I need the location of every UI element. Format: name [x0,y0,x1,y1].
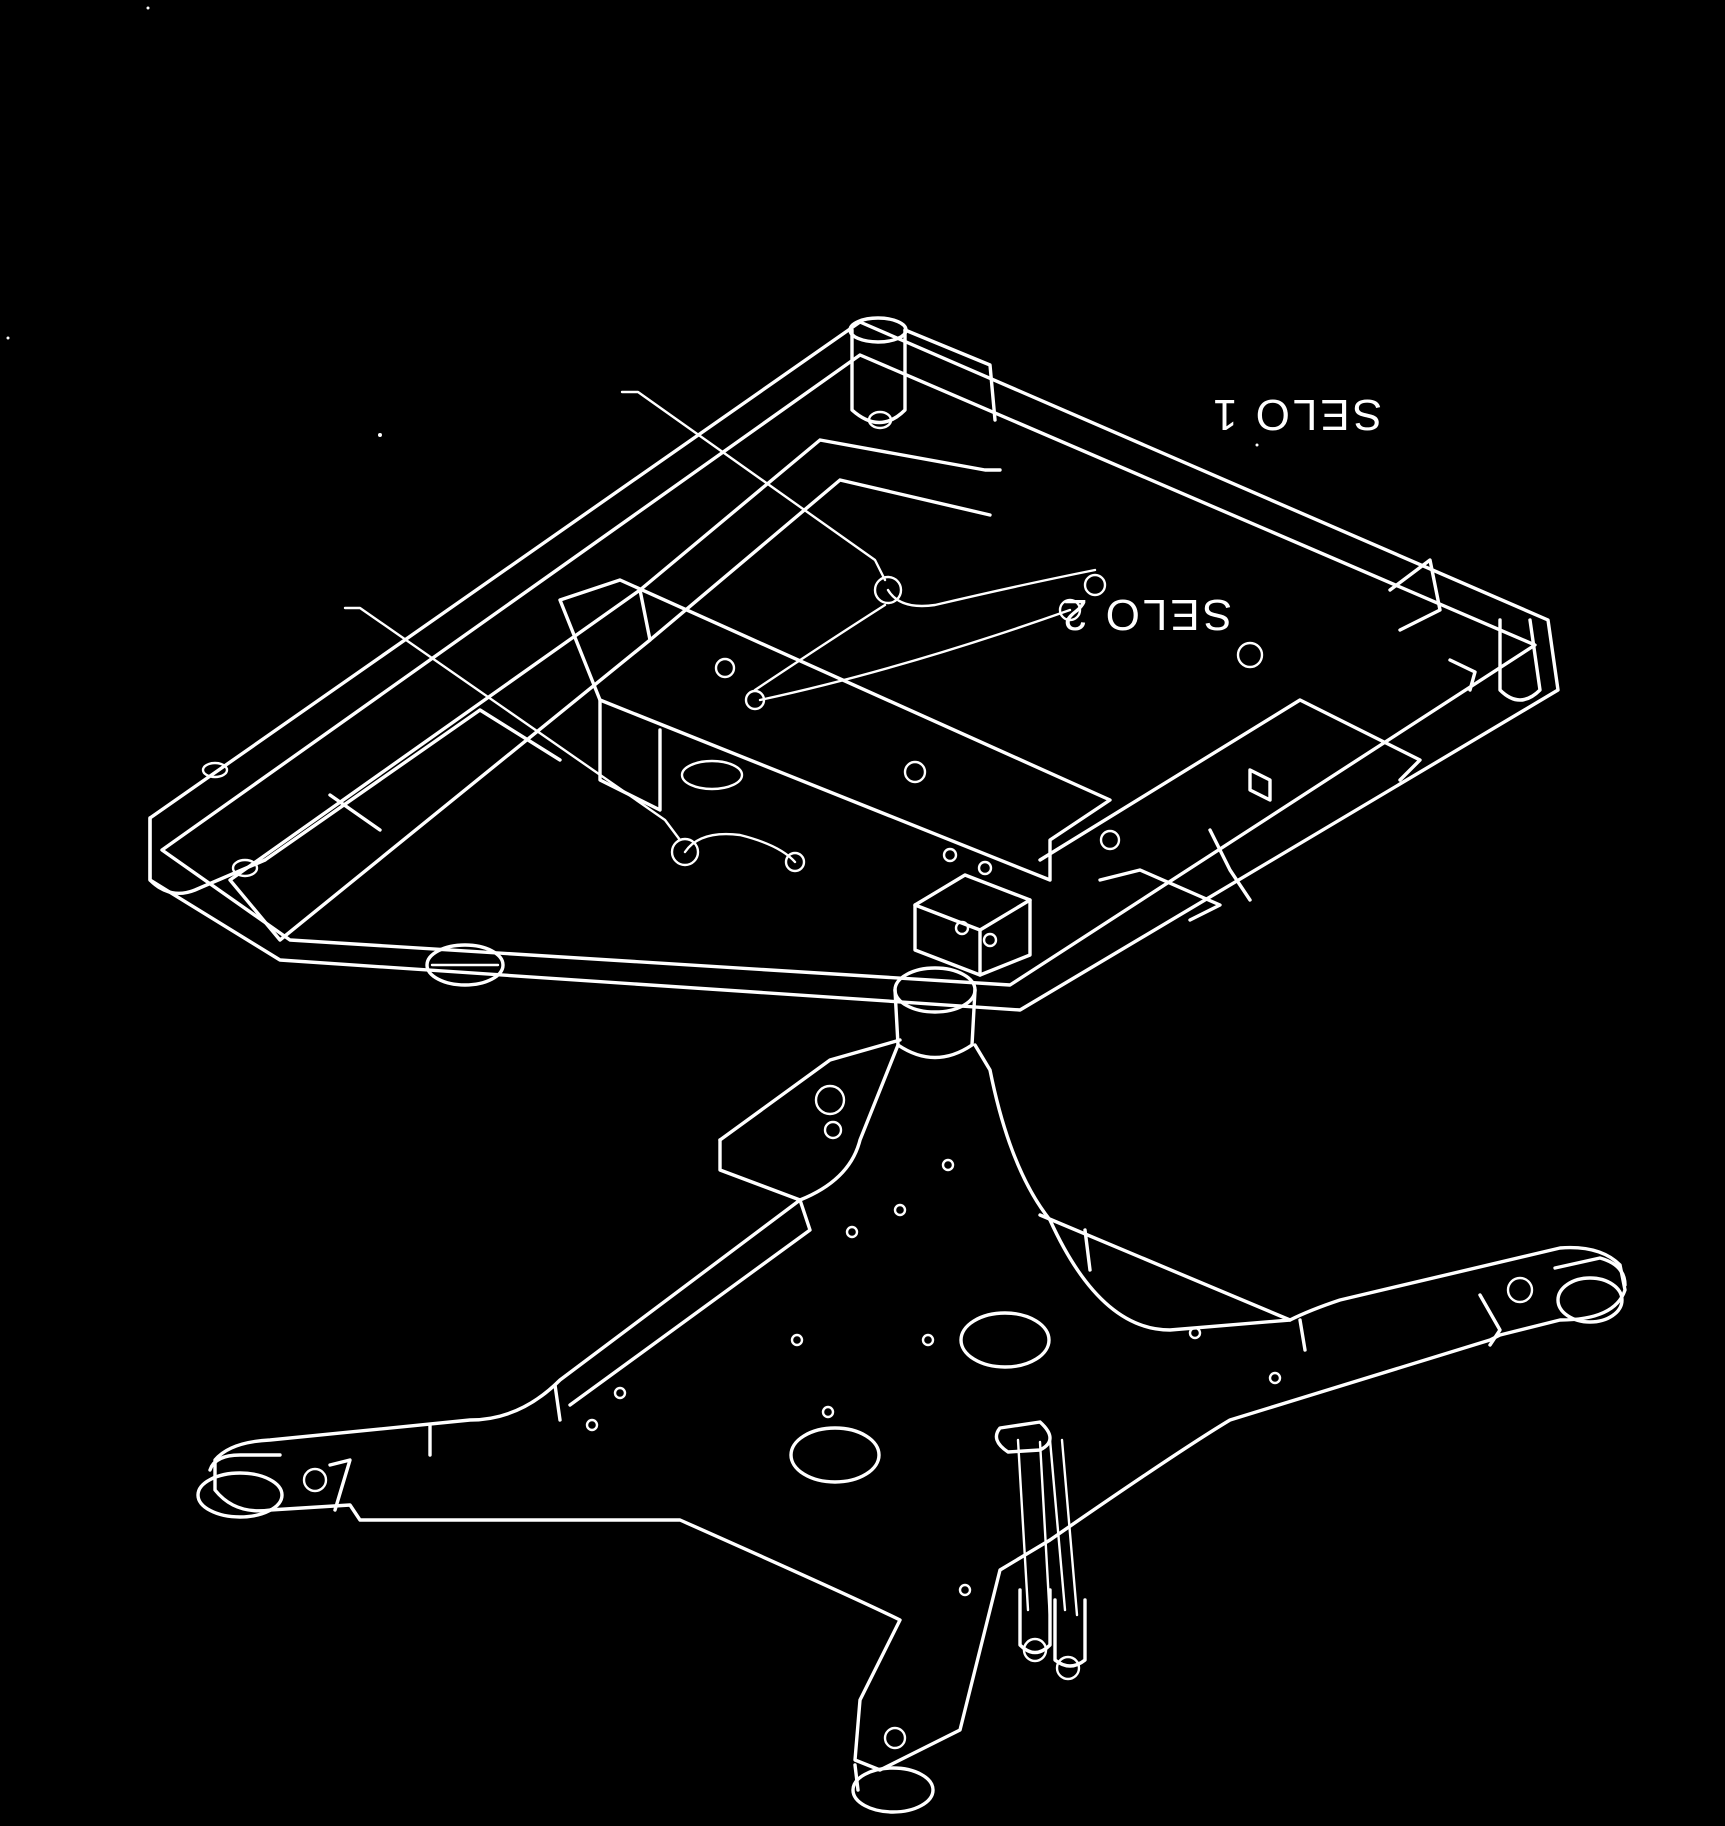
center-channel-side [598,698,662,812]
rail-right-post [1208,828,1252,902]
right-bracket [1388,558,1442,632]
screw-1-head [1018,1588,1052,1655]
center-post-base [718,1138,802,1202]
corner-left-hole [231,858,259,878]
corner-left-notch [201,761,229,779]
foot-left-hole [302,1467,328,1493]
foot-right-cap [1553,1256,1627,1287]
rear-bracket [903,328,997,422]
terminal-pin-3 [954,920,970,936]
arm-right-seam-2 [1298,1318,1307,1352]
arm-right-seam [1083,1228,1092,1272]
base-hole-s5 [921,1333,935,1347]
bolt-c [1236,641,1264,669]
base-hole-s11 [958,1583,972,1597]
base-hole-large-2 [789,1426,881,1484]
platform [148,316,1560,1012]
seal-wire-1a [886,568,1097,608]
base-hole-s10 [821,1405,835,1419]
foot-front [851,1766,935,1814]
base-hole-s4 [790,1333,804,1347]
corner-left [148,816,267,895]
callout-selo-2: SELO 2 [343,590,1232,842]
screw-2-shaft-b [1060,1438,1079,1617]
foot-left [196,1471,284,1519]
terminal-pin-4 [982,932,998,948]
arm-right-edge [1038,1213,1292,1322]
slot-hole [680,759,744,791]
foot-right-hole [1506,1276,1534,1304]
rail-right-seg [1098,868,1222,922]
base-hole-s6 [1188,1326,1202,1340]
rail-right-inner [1038,698,1422,862]
terminal-block-top [913,898,1032,932]
seal-wire-2 [683,832,797,864]
seal-wire-1c [758,608,1072,702]
center-post-hole-2 [823,1120,843,1140]
speck-4 [1255,443,1259,447]
bolt-h [784,851,806,873]
base-hole-s9 [585,1418,599,1432]
callout-leader-selo-1 [620,390,887,582]
bolt-f [903,760,927,784]
callout-leader-selo-2 [343,606,682,842]
rail-rear-lower [648,478,992,642]
foot-left-cap [208,1453,282,1472]
bolt-d [714,657,736,679]
center-post-bracket [718,1038,902,1142]
base-hole-s2 [893,1203,907,1217]
screw-2-shaft-a [1048,1438,1067,1612]
base-hole-large-1 [959,1311,1051,1369]
arm-left-edge [568,1198,812,1407]
corner-post-rear [850,328,907,425]
screw-1-shaft-a [1016,1438,1030,1612]
small-tab [1248,768,1272,802]
arm-left-seam [553,1383,562,1422]
base-hole-s8 [613,1386,627,1400]
x-base [196,1043,1627,1814]
rail-rear [638,438,1002,592]
terminal-block [913,873,1032,977]
bolt-b [1058,598,1082,622]
callout-label-selo-2: SELO 2 [1060,590,1232,639]
terminal-pin-2 [977,860,993,876]
bolt-selo1 [873,575,903,605]
speck-1 [146,6,150,10]
base-hole-s1 [941,1158,955,1172]
base-hole-s3 [845,1225,859,1239]
foot-right-bracket [1478,1293,1502,1347]
right-foot-mark [1448,658,1477,692]
seal-wire-1b [753,603,887,692]
corner-post-rear-hole [867,410,893,430]
terminal-pin-1 [942,847,958,863]
callout-label-selo-1: SELO 1 [1210,390,1382,439]
center-post-body [893,988,977,1060]
center-post [718,966,977,1202]
base-hole-s7 [1268,1371,1282,1385]
speck-2 [6,336,10,340]
callout-selo-1: SELO 1 [620,390,1382,582]
x-base-outline [213,1043,1627,1772]
base-slot [994,1420,1052,1454]
speck-3 [378,433,382,437]
center-post-hole [814,1084,846,1116]
foot-right [1556,1276,1624,1324]
foot-left-bracket [328,1458,352,1512]
screw-2-socket [1055,1655,1081,1681]
drain-plug [425,943,505,987]
screw-1-socket [1022,1637,1048,1663]
rail-left-inner [263,708,562,862]
platform-rim-inner [160,353,1537,987]
foot-front-side [853,1763,860,1792]
bolt-a [1083,573,1107,597]
rail-left-seg [328,793,382,832]
foot-front-hole [883,1726,907,1750]
bolt-selo2 [670,837,700,867]
bolt-g [1099,829,1121,851]
corner-post-right [1498,618,1542,702]
screw-2-head [1053,1598,1087,1668]
